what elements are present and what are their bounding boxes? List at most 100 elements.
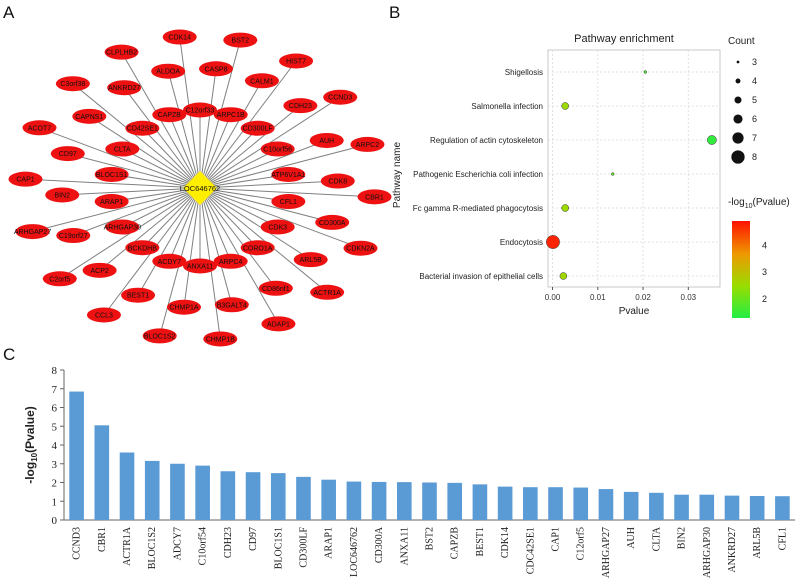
gene-node xyxy=(152,107,187,123)
gene-node xyxy=(283,98,318,114)
gene-node xyxy=(8,171,43,187)
gene-node-label: ACDY7 xyxy=(158,259,181,266)
bar xyxy=(472,484,488,520)
gene-node-label: ANXA11 xyxy=(187,264,213,271)
gene-node-label: CAPZB xyxy=(158,112,182,119)
gene-node xyxy=(203,331,238,347)
bar xyxy=(94,425,110,520)
gene-node xyxy=(240,240,275,256)
gene-node-label: CD300A xyxy=(319,220,346,227)
gene-node-label: BLOC1S1 xyxy=(96,172,128,179)
pathway-point xyxy=(561,204,569,212)
gene-node xyxy=(55,76,90,92)
bar-category-label: CFL1 xyxy=(777,527,788,550)
bar xyxy=(598,489,614,520)
bar-category-label: ARL5B xyxy=(752,527,763,559)
gene-node xyxy=(213,253,248,269)
gene-node xyxy=(309,132,344,148)
bar-category-label: CCND3 xyxy=(72,527,83,560)
gene-node-label: ARHGAP30 xyxy=(104,225,141,232)
network-edge xyxy=(199,187,232,262)
bar-y-tick-label: 5 xyxy=(52,421,58,433)
gene-node-label: BIN2 xyxy=(54,192,70,199)
color-legend-title: -log10(Pvalue) xyxy=(728,197,790,210)
network-edge xyxy=(199,180,338,189)
network-edge xyxy=(137,187,201,296)
color-legend-bar xyxy=(732,221,750,318)
bar xyxy=(749,496,765,520)
network-edge xyxy=(199,143,368,189)
gene-node-label: CD300LF xyxy=(243,126,273,133)
bar-category-label: CAPZB xyxy=(450,527,461,560)
bar-category-label: CAP1 xyxy=(551,527,562,551)
bar xyxy=(396,482,412,520)
gene-node-label: CD42SE1 xyxy=(127,126,158,133)
gene-node-label: C10orf56 xyxy=(263,147,292,154)
bar-category-label: LOC646762 xyxy=(349,527,360,577)
gene-node-label: CDK8 xyxy=(328,179,347,186)
pathway-label: Shigellosis xyxy=(505,68,543,77)
bar xyxy=(573,487,589,520)
bar xyxy=(649,492,664,520)
bar-category-label: AUH xyxy=(626,527,637,549)
bar-category-label: ANXA11 xyxy=(399,527,410,566)
bar-category-label: CDH23 xyxy=(223,527,234,558)
gene-node-label: CHMP1A xyxy=(169,305,199,312)
gene-node xyxy=(260,141,295,157)
gene-node xyxy=(293,252,328,268)
gene-node-label: ATP6V1A1 xyxy=(271,172,305,179)
gene-node xyxy=(94,194,129,210)
bar xyxy=(422,482,437,520)
network-edge xyxy=(199,127,259,189)
network-edge xyxy=(199,187,361,249)
dotplot-x-axis-label: Pvalue xyxy=(619,306,650,317)
gene-node-label: ACOT7 xyxy=(28,125,51,132)
bar xyxy=(623,491,639,520)
bar-category-label: CLTA xyxy=(651,526,662,551)
count-legend-label: 7 xyxy=(752,133,757,143)
pathway-point xyxy=(559,272,568,280)
bar xyxy=(447,482,463,520)
network-edge xyxy=(183,187,201,308)
network-edge xyxy=(199,187,333,223)
pathway-point xyxy=(707,135,717,145)
bar-category-label: ADCY7 xyxy=(172,527,183,560)
gene-node xyxy=(107,80,142,96)
gene-node-label: ACTR1A xyxy=(313,290,341,297)
gene-node xyxy=(223,32,258,48)
gene-node xyxy=(22,120,57,136)
bar xyxy=(775,496,790,520)
gene-node xyxy=(183,258,217,274)
bar-y-tick-label: 7 xyxy=(52,384,58,396)
gene-node xyxy=(350,136,385,152)
count-legend-dot xyxy=(734,96,742,104)
gene-node-label: ARL5B xyxy=(300,257,323,264)
gene-node-label: CLTA xyxy=(114,147,131,154)
network-edge xyxy=(199,187,233,305)
pathway-label: Pathogenic Escherichia coli infection xyxy=(413,170,543,179)
gene-node xyxy=(125,120,160,136)
network-edge xyxy=(199,140,327,189)
gene-node-label: CD97 xyxy=(59,151,77,158)
gene-node xyxy=(72,108,107,124)
bar-category-label: C12orf5 xyxy=(576,527,587,560)
gene-node-label: CBR1 xyxy=(365,194,384,201)
gene-node xyxy=(240,120,275,136)
gene-node xyxy=(279,53,314,69)
bar xyxy=(674,494,689,520)
network-edge xyxy=(199,187,375,198)
gene-node xyxy=(42,271,77,287)
bar xyxy=(245,472,261,520)
gene-node xyxy=(162,29,197,45)
bar-category-label: CBR1 xyxy=(97,527,108,552)
bar xyxy=(497,486,513,520)
gene-node xyxy=(320,173,355,189)
count-legend-label: 5 xyxy=(752,95,757,105)
network-edge xyxy=(32,187,201,233)
gene-node xyxy=(315,214,350,230)
bar-category-label: ANKRD27 xyxy=(727,527,738,573)
bar xyxy=(220,471,236,520)
